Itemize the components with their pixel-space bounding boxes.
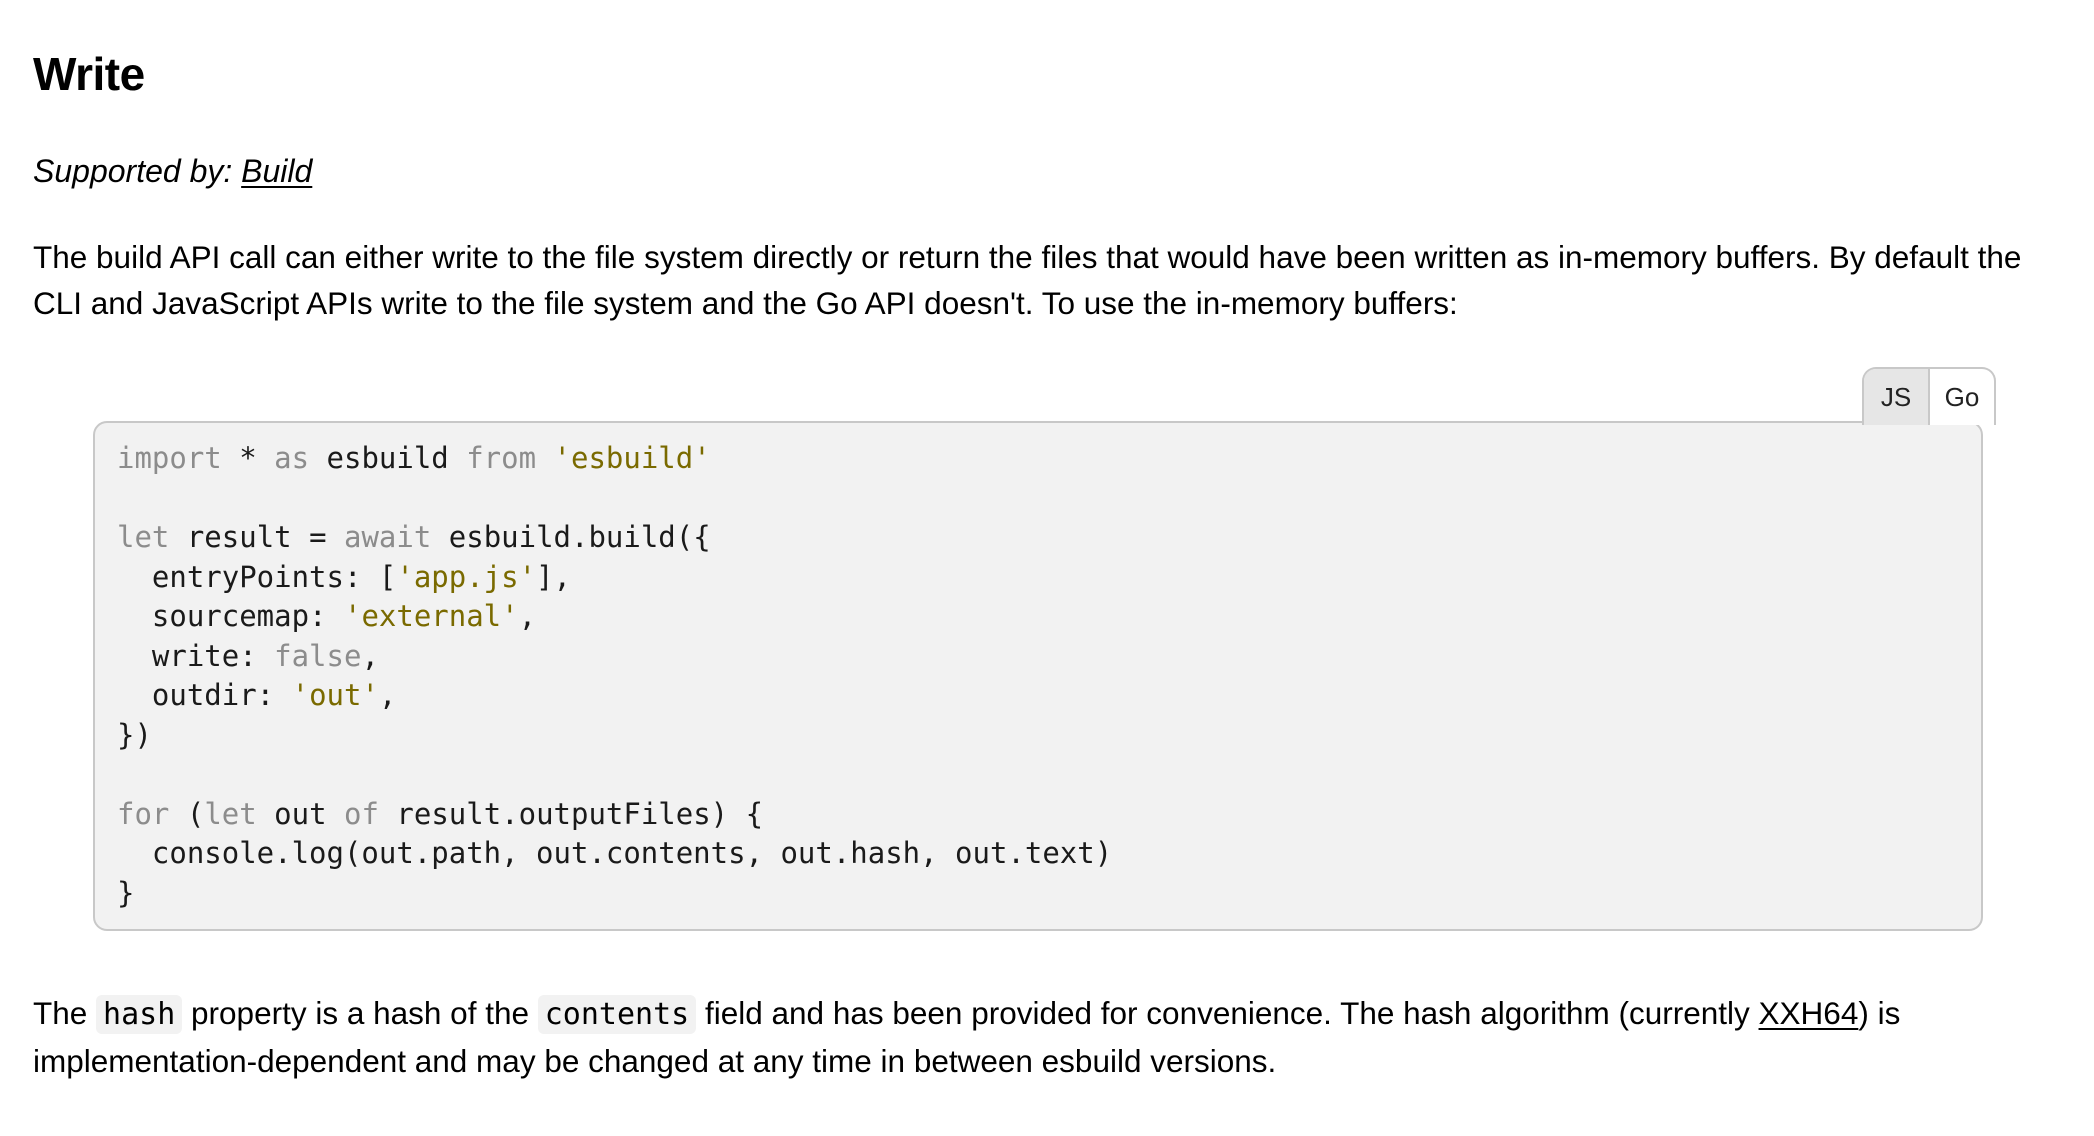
code-text: result.outputFiles) { — [378, 796, 764, 831]
code-line: console.log(out.path, out.contents, out.… — [117, 836, 1112, 870]
code-text: result = — [169, 520, 344, 554]
code-keyword: import — [117, 441, 222, 475]
code-text: esbuild.build({ — [431, 520, 711, 554]
code-text: out — [256, 796, 345, 831]
code-keyword: from — [466, 441, 537, 475]
code-text: esbuild — [309, 441, 467, 475]
code-line: outdir: 'out', — [117, 678, 396, 712]
code-line: import * as esbuild from 'esbuild' — [117, 441, 711, 475]
code-block: import * as esbuild from 'esbuild' let r… — [117, 439, 1981, 913]
code-text: , — [361, 638, 379, 673]
code-text — [536, 441, 553, 475]
code-text: , — [378, 678, 397, 712]
contents-inline-code: contents — [537, 995, 697, 1034]
code-keyword: let — [117, 520, 170, 554]
tab-go[interactable]: Go — [1944, 382, 1980, 412]
code-text: } — [117, 875, 135, 910]
code-text: }) — [117, 717, 152, 752]
code-keyword: of — [344, 796, 379, 831]
xxh64-link[interactable]: XXH64 — [1758, 995, 1859, 1031]
language-tabs: JS Go — [1862, 367, 1996, 425]
code-line: } — [117, 876, 134, 910]
code-line: write: false, — [117, 639, 379, 673]
build-link[interactable]: Build — [241, 153, 313, 189]
code-keyword: for — [117, 796, 170, 831]
hash-text-2: property is a hash of the — [182, 995, 538, 1031]
section-heading: Write — [33, 48, 145, 100]
code-string: 'app.js' — [396, 559, 537, 594]
code-line: let result = await esbuild.build({ — [117, 520, 711, 554]
intro-paragraph: The build API call can either write to t… — [33, 239, 2022, 321]
hash-inline-code: hash — [96, 995, 183, 1034]
code-text: ( — [169, 796, 205, 831]
code-text: ], — [536, 559, 571, 594]
code-keyword: false — [274, 638, 362, 673]
code-text: write: — [117, 638, 275, 673]
code-line: for (let out of result.outputFiles) { — [117, 797, 763, 831]
code-keyword: await — [344, 520, 432, 554]
supported-by-line: Supported by: Build — [33, 150, 312, 192]
code-text: outdir: — [117, 678, 292, 712]
tab-js[interactable]: JS — [1864, 369, 1930, 425]
code-text: * — [221, 441, 275, 475]
code-line: entryPoints: ['app.js'], — [117, 560, 571, 594]
code-string: 'esbuild' — [553, 441, 711, 475]
code-keyword: let — [204, 796, 257, 831]
hash-paragraph: The hash property is a hash of the conte… — [33, 990, 2063, 1084]
code-text: sourcemap: — [117, 599, 344, 633]
code-text: , — [518, 599, 537, 633]
code-text: entryPoints: [ — [117, 559, 397, 594]
code-string: 'out' — [291, 678, 379, 712]
hash-text-4: ) is implementation-dependent and may be… — [33, 995, 1901, 1079]
supported-by-label: Supported by: — [33, 153, 242, 189]
code-string: 'external' — [343, 599, 519, 633]
hash-text-1: The — [33, 995, 97, 1031]
code-line: }) — [117, 718, 152, 752]
code-text: console.log(out.path, out.contents, out.… — [117, 836, 1113, 870]
code-line: sourcemap: 'external', — [117, 599, 536, 633]
hash-text-3: field and has been provided for convenie… — [696, 995, 1759, 1031]
code-example: import * as esbuild from 'esbuild' let r… — [93, 421, 1983, 931]
code-keyword: as — [274, 441, 310, 475]
